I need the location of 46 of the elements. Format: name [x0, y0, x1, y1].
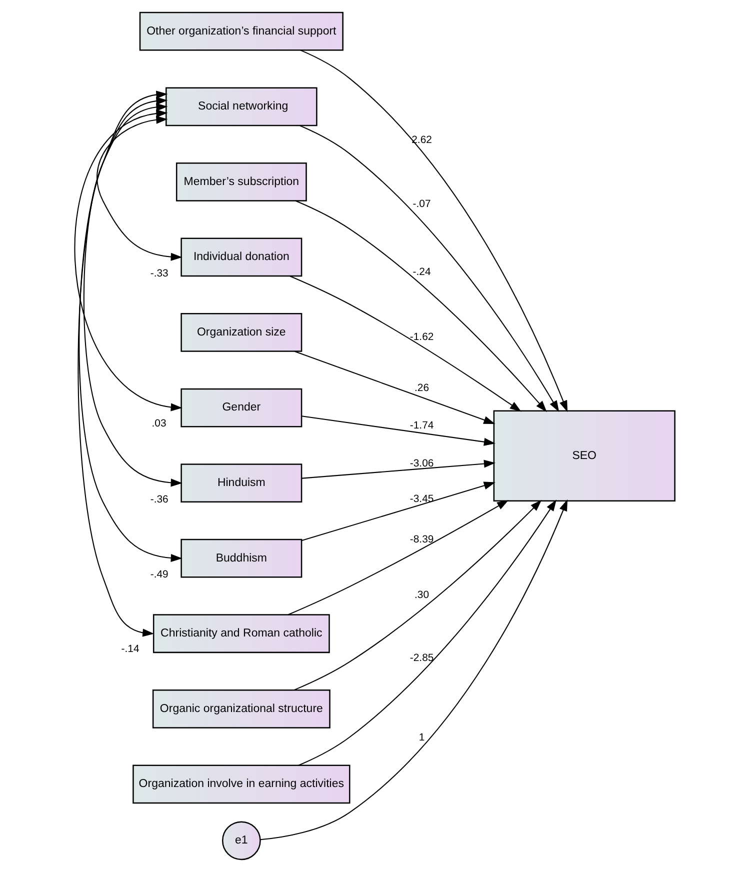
edge-label: .26: [414, 383, 429, 394]
node-box: Organization size: [180, 313, 302, 352]
edge-label: -.14: [120, 644, 139, 655]
edge-label: .30: [414, 590, 429, 602]
edge-label: 1: [418, 732, 424, 744]
edge-label: -2.85: [409, 652, 434, 664]
edge-label: -3.45: [409, 494, 434, 505]
edge-label: -.49: [150, 570, 168, 581]
node-box: Member’s subscription: [175, 162, 306, 202]
edge-label: -1.62: [409, 332, 434, 343]
arrow: [300, 50, 568, 412]
edge-label: -1.74: [409, 420, 434, 432]
arrow: [77, 90, 168, 637]
arrow: [293, 500, 542, 691]
arrow: [294, 350, 495, 424]
arrow: [260, 499, 568, 840]
arrow: [287, 500, 508, 616]
node-box: Christianity and Roman catholic: [152, 614, 330, 654]
node-box: Buddhism: [180, 538, 302, 578]
node-box: Organization involve in earning activities: [132, 764, 350, 804]
arrow: [298, 125, 559, 412]
edge-label: -.33: [150, 268, 168, 280]
arrow: [294, 200, 546, 412]
node-box: Individual donation: [180, 238, 302, 277]
arrow: [301, 416, 495, 446]
node-box: SEO: [492, 410, 675, 502]
edge-label: -.36: [150, 494, 168, 506]
node-circle: e1: [221, 821, 260, 860]
arrow: [298, 500, 556, 766]
node-box: Other organization’s financial support: [138, 12, 343, 51]
arrow: [82, 103, 182, 487]
node-box: Gender: [180, 388, 302, 428]
arrow: [301, 482, 495, 541]
node-box: Hinduism: [180, 464, 302, 502]
arrow: [301, 460, 495, 479]
edge-label: -8.39: [409, 534, 434, 546]
arrow: [78, 96, 182, 562]
node-box: Social networking: [165, 87, 317, 126]
edge-label: .03: [151, 418, 166, 430]
arrow: [74, 109, 182, 412]
edge-label: -3.06: [409, 458, 434, 470]
arrow: [96, 116, 182, 261]
node-box: Organic organizational structure: [152, 689, 330, 728]
arrow: [289, 276, 521, 412]
edge-label: -.07: [412, 199, 430, 210]
edge-label: -.24: [412, 266, 430, 278]
